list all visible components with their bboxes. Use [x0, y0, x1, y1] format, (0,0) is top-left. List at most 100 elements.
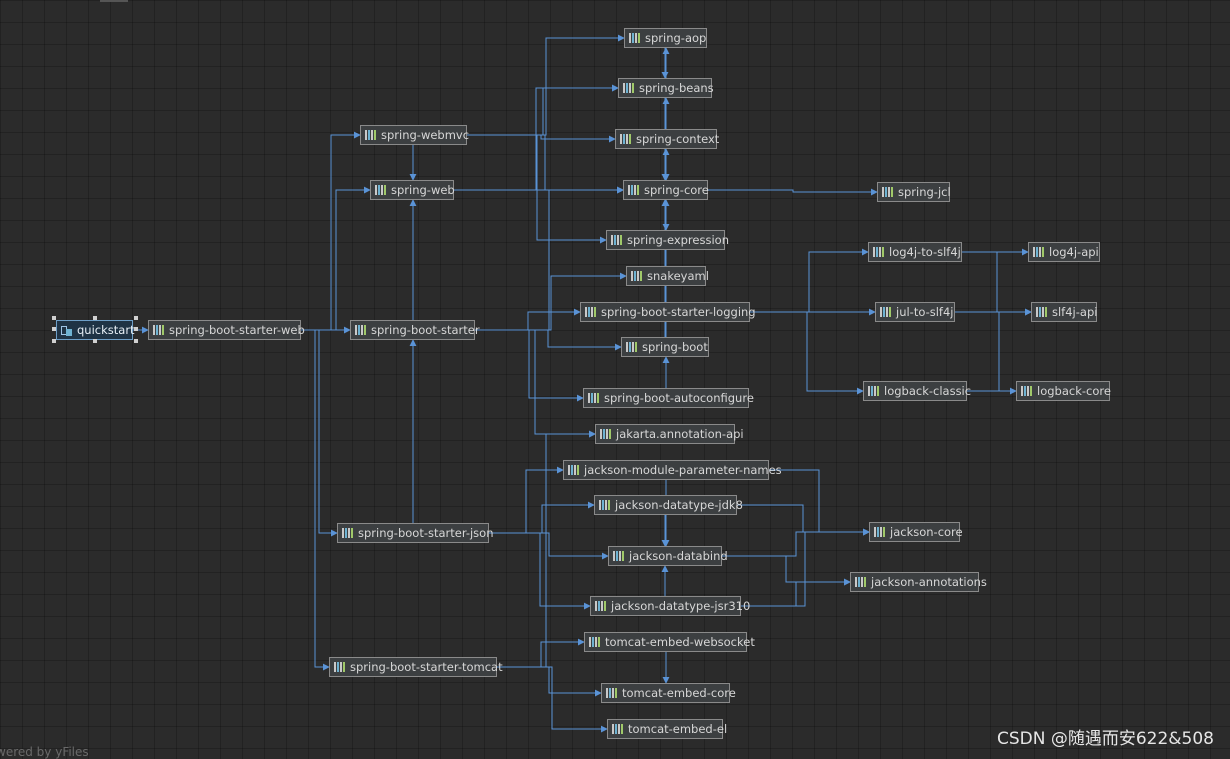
node-spring-core[interactable]: spring-core: [623, 180, 709, 200]
node-spring-aop[interactable]: spring-aop: [624, 28, 707, 48]
library-icon: [628, 185, 639, 195]
node-label: spring-webmvc: [381, 128, 470, 142]
node-spring-context[interactable]: spring-context: [615, 129, 719, 149]
node-jackson-module-parameter-names[interactable]: jackson-module-parameter-names: [563, 460, 782, 480]
node-jackson-datatype-jdk8[interactable]: jackson-datatype-jdk8: [594, 495, 743, 515]
node-label: logback-classic: [884, 384, 972, 398]
node-jul-to-slf4j[interactable]: jul-to-slf4j: [875, 302, 955, 322]
watermark: CSDN @随遇而安622&508: [996, 729, 1214, 749]
edge-spring_boot_starter_json-to-jackson_module_parameter_names: [489, 466, 564, 534]
selection-handle[interactable]: [134, 339, 138, 343]
library-icon: [629, 33, 640, 43]
library-icon: [589, 637, 600, 647]
edge-spring_core-to-spring_jcl: [708, 188, 878, 196]
node-jackson-datatype-jsr310[interactable]: jackson-datatype-jsr310: [590, 596, 750, 616]
node-label: jackson-datatype-jsr310: [611, 599, 751, 613]
edge-spring_boot_starter_logging-to-log4j_to_slf4j: [750, 248, 869, 313]
node-slf4j-api[interactable]: slf4j-api: [1031, 302, 1097, 322]
node-logback-core[interactable]: logback-core: [1016, 381, 1111, 401]
library-icon: [375, 185, 386, 195]
node-spring-boot-starter-logging[interactable]: spring-boot-starter-logging: [580, 302, 756, 322]
node-spring-beans[interactable]: spring-beans: [618, 78, 714, 98]
node-spring-boot-starter-web[interactable]: spring-boot-starter-web: [148, 320, 305, 340]
node-label: tomcat-embed-core: [622, 686, 736, 700]
selection-handle[interactable]: [52, 327, 56, 331]
node-label: spring-aop: [645, 31, 707, 45]
node-label: jakarta.annotation-api: [616, 427, 744, 441]
node-spring-boot-starter-json[interactable]: spring-boot-starter-json: [337, 523, 494, 543]
edge-logback_classic-to-slf4j_api: [967, 308, 1032, 392]
library-icon: [599, 500, 610, 510]
node-logback-classic[interactable]: logback-classic: [863, 381, 971, 401]
library-icon: [355, 325, 366, 335]
node-jackson-core[interactable]: jackson-core: [869, 522, 963, 542]
node-log4j-api[interactable]: log4j-api: [1028, 242, 1100, 262]
node-label: slf4j-api: [1052, 305, 1098, 319]
node-tomcat-embed-core[interactable]: tomcat-embed-core: [601, 683, 736, 703]
edge-spring_boot_starter_web-to-spring_webmvc: [301, 131, 361, 331]
edge-spring_boot_starter-to-jakarta_annotation_api: [475, 329, 596, 438]
library-icon: [868, 386, 879, 396]
node-label: spring-boot: [642, 340, 708, 354]
selection-handle[interactable]: [52, 316, 56, 320]
edge-jackson_databind-to-jackson_annotations: [722, 555, 851, 586]
edge-jackson_databind-to-jackson_core: [722, 528, 870, 557]
node-spring-boot[interactable]: spring-boot: [621, 337, 709, 357]
edge-jackson_module_parameter_names-to-jackson_core: [769, 469, 870, 536]
node-jackson-databind[interactable]: jackson-databind: [608, 546, 728, 566]
node-spring-boot-autoconfigure[interactable]: spring-boot-autoconfigure: [583, 388, 754, 408]
selection-handle[interactable]: [52, 339, 56, 343]
node-label: jackson-datatype-jdk8: [615, 498, 743, 512]
library-icon: [606, 688, 617, 698]
selection-handle[interactable]: [134, 327, 138, 331]
library-icon: [873, 247, 884, 257]
edge-spring_webmvc-to-spring_expression: [467, 134, 607, 244]
library-icon: [334, 662, 345, 672]
library-icon: [1021, 386, 1032, 396]
node-spring-boot-starter-tomcat[interactable]: spring-boot-starter-tomcat: [329, 657, 503, 677]
library-icon: [880, 307, 891, 317]
node-label: jackson-core: [890, 525, 963, 539]
library-icon: [882, 187, 893, 197]
node-label: spring-boot-starter-web: [169, 323, 305, 337]
node-tomcat-embed-el[interactable]: tomcat-embed-el: [607, 719, 727, 739]
library-icon: [365, 130, 376, 140]
library-icon: [626, 342, 637, 352]
library-icon: [855, 577, 866, 587]
node-label: jackson-databind: [629, 549, 728, 563]
library-icon: [874, 527, 885, 537]
selection-handle[interactable]: [93, 339, 97, 343]
node-label: spring-web: [391, 183, 455, 197]
node-label: spring-boot-autoconfigure: [604, 391, 754, 405]
node-tomcat-embed-websocket[interactable]: tomcat-embed-websocket: [584, 632, 755, 652]
node-spring-jcl[interactable]: spring-jcl: [877, 182, 951, 202]
node-label: spring-core: [644, 183, 709, 197]
library-icon: [611, 235, 622, 245]
node-spring-web[interactable]: spring-web: [370, 180, 455, 200]
edge-spring_boot_starter-to-spring_core: [475, 186, 624, 331]
edge-spring_boot_starter_web-to-spring_boot_starter_json: [301, 329, 338, 537]
node-spring-webmvc[interactable]: spring-webmvc: [360, 125, 470, 145]
node-jackson-annotations[interactable]: jackson-annotations: [850, 572, 987, 592]
selection-handle[interactable]: [134, 316, 138, 320]
node-jakarta-annotation-api[interactable]: jakarta.annotation-api: [595, 424, 744, 444]
edge-spring_boot_starter-to-spring_boot: [475, 329, 622, 351]
node-label: log4j-to-slf4j: [889, 245, 961, 259]
edge-jackson_datatype_jsr310-to-jackson_core: [741, 528, 870, 607]
edge-spring_webmvc-to-spring_beans: [467, 84, 619, 136]
node-label: spring-boot-starter-json: [358, 526, 494, 540]
node-snakeyaml[interactable]: snakeyaml: [626, 266, 709, 286]
node-spring-boot-starter[interactable]: spring-boot-starter: [350, 320, 480, 340]
edge-spring_boot_starter_web-to-spring_web: [301, 186, 371, 331]
edge-spring_boot_starter_json-to-jackson_datatype_jsr310: [489, 532, 591, 610]
node-label: tomcat-embed-el: [628, 722, 728, 736]
selection-handle[interactable]: [93, 316, 97, 320]
edge-spring_boot_starter_tomcat-to-tomcat_embed_core: [497, 666, 602, 697]
edge-spring_boot_starter-to-spring_boot_autoconfigure: [475, 329, 584, 402]
node-log4j-to-slf4j[interactable]: log4j-to-slf4j: [868, 242, 962, 262]
node-spring-expression[interactable]: spring-expression: [606, 230, 729, 250]
edge-spring_boot_starter_web-to-spring_boot_starter_tomcat: [301, 329, 330, 671]
node-quickstart[interactable]: quickstart: [56, 320, 135, 340]
library-icon: [595, 601, 606, 611]
edge-spring_boot_starter_json-to-jackson_databind: [489, 532, 609, 560]
